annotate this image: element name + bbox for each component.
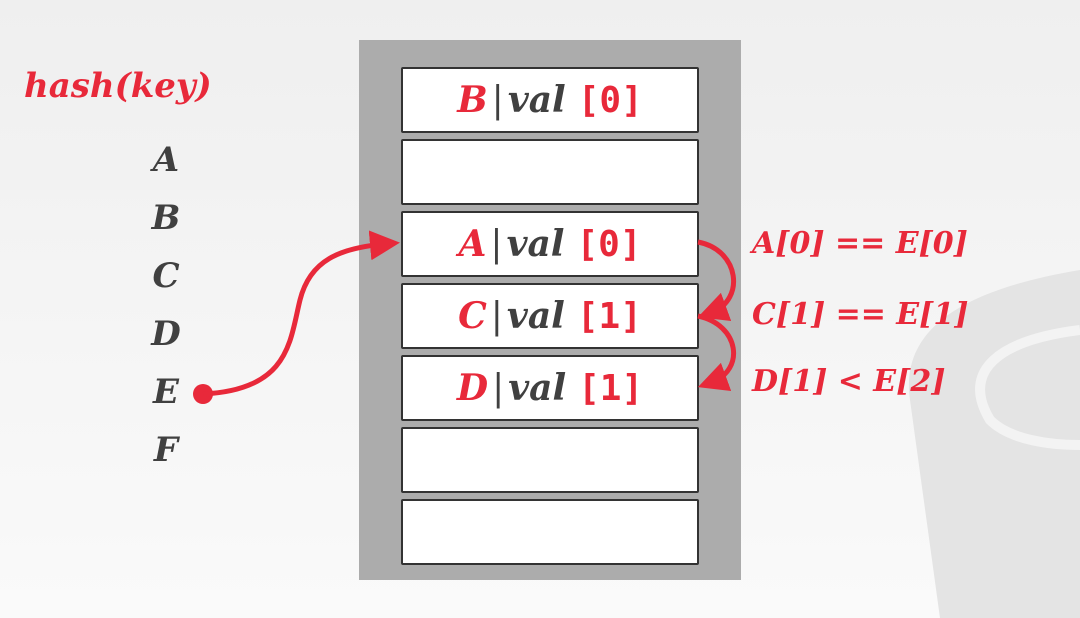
hash-arrow bbox=[202, 230, 400, 397]
slot-key: C bbox=[458, 295, 487, 337]
key-c: C bbox=[152, 256, 180, 296]
key-e: E bbox=[153, 372, 179, 412]
slot-val: val bbox=[506, 223, 565, 265]
slot-3: C|val [1] bbox=[401, 283, 699, 349]
key-b: B bbox=[151, 198, 181, 238]
slot-1-empty bbox=[401, 139, 699, 205]
separator: | bbox=[490, 223, 503, 265]
slot-index: [0] bbox=[577, 79, 643, 121]
hash-function-label: hash(key) bbox=[24, 66, 212, 106]
slot-index: [0] bbox=[576, 223, 642, 265]
slot-val: val bbox=[506, 295, 565, 337]
probe-arrow-1 bbox=[697, 239, 737, 321]
slot-2: A|val [0] bbox=[401, 211, 699, 277]
slot-index: [1] bbox=[578, 367, 644, 409]
key-d: D bbox=[151, 314, 181, 354]
slot-key: D bbox=[456, 367, 489, 409]
comparison-3: D[1] < E[2] bbox=[752, 364, 946, 399]
separator: | bbox=[492, 367, 505, 409]
slot-key: B bbox=[457, 79, 488, 121]
slot-index: [1] bbox=[576, 295, 642, 337]
key-f: F bbox=[153, 430, 179, 470]
slot-6-empty bbox=[401, 499, 699, 565]
key-a: A bbox=[152, 140, 180, 180]
probe-arrow-2 bbox=[697, 313, 737, 391]
separator: | bbox=[490, 295, 503, 337]
slot-4: D|val [1] bbox=[401, 355, 699, 421]
slot-key: A bbox=[458, 223, 487, 265]
comparison-1: A[0] == E[0] bbox=[752, 226, 968, 261]
slot-0: B|val [0] bbox=[401, 67, 699, 133]
slot-val: val bbox=[508, 367, 567, 409]
separator: | bbox=[491, 79, 504, 121]
slot-5-empty bbox=[401, 427, 699, 493]
slot-val: val bbox=[507, 79, 566, 121]
comparison-2: C[1] == E[1] bbox=[752, 297, 969, 332]
